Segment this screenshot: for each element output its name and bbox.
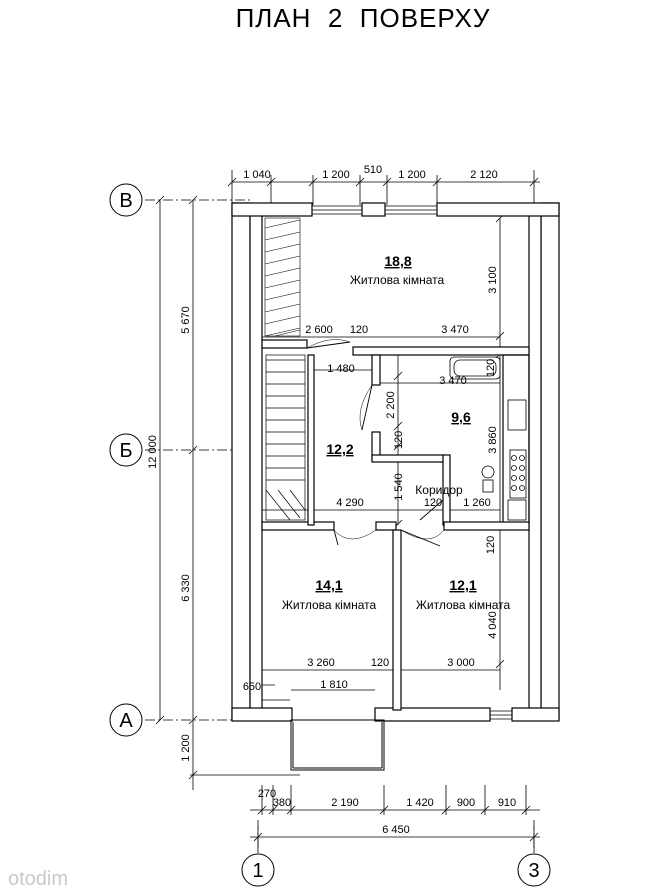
dim-text: 380 <box>273 797 291 809</box>
dim-text: 1 810 <box>320 679 348 691</box>
axis-a-marker <box>109 703 143 737</box>
dim-text: 3 470 <box>441 324 469 336</box>
dim-text: 3 100 <box>487 266 499 294</box>
room-labels: 18,8 Житлова кімната 12,2 9,6 Коридор 14… <box>282 253 511 612</box>
axis-b-top-marker <box>109 183 143 217</box>
dimension-lines <box>145 170 540 855</box>
dim-text: 3 000 <box>447 657 475 669</box>
axis-markers <box>109 183 551 887</box>
dim-text: 510 <box>364 164 382 176</box>
axis-labels: В Б А 1 3 <box>119 190 539 882</box>
room-area: 14,1 <box>315 577 342 593</box>
plan-title: ПЛАН 2 ПОВЕРХУ <box>236 3 491 33</box>
dim-text: 3 470 <box>439 375 467 387</box>
room-area: 9,6 <box>451 409 471 425</box>
walls <box>231 202 560 722</box>
dim-text: 1 480 <box>327 363 355 375</box>
dim-text: 120 <box>393 431 405 449</box>
watermark: otodim <box>8 868 68 890</box>
axis-label-b-mid: Б <box>119 440 132 462</box>
room-area: 12,2 <box>326 441 353 457</box>
room-area: 18,8 <box>384 253 411 269</box>
dim-text: 2 120 <box>470 169 498 181</box>
room-name: Житлова кімната <box>416 598 511 612</box>
dim-text: 1 260 <box>463 497 491 509</box>
room-area: 12,1 <box>449 577 476 593</box>
dim-total-bottom: 6 450 <box>382 824 410 836</box>
axis-1-marker <box>241 853 275 887</box>
axis-label-1: 1 <box>252 860 263 882</box>
dim-text: 1 540 <box>393 473 405 501</box>
bay-window <box>290 719 385 771</box>
dim-text: 120 <box>485 359 497 377</box>
dim-text: 270 <box>258 788 276 800</box>
dim-text: 2 200 <box>385 391 397 419</box>
room-name: Житлова кімната <box>350 273 445 287</box>
room-name: Коридор <box>415 483 463 497</box>
doors <box>306 339 445 547</box>
top-dimension-texts: 1 040 1 200 510 1 200 2 120 <box>243 164 498 181</box>
hatched-area <box>264 217 301 337</box>
dim-text: 900 <box>457 797 475 809</box>
dim-text: 120 <box>371 657 389 669</box>
dim-bottom-text: 1 200 <box>180 734 192 762</box>
dim-text: 4 040 <box>487 611 499 639</box>
left-dimension-texts: 12 000 5 670 6 330 1 200 650 <box>147 306 261 762</box>
axis-label-a: А <box>119 710 133 732</box>
room-name: Житлова кімната <box>282 598 377 612</box>
dim-text: 1 040 <box>243 169 271 181</box>
dim-total-text: 12 000 <box>147 435 159 469</box>
axis-label-3: 3 <box>528 860 539 882</box>
stairs <box>265 354 306 521</box>
axis-label-b-top: В <box>119 190 132 212</box>
dim-upper-text: 5 670 <box>180 306 192 334</box>
windows <box>312 205 512 720</box>
dim-text: 4 290 <box>336 497 364 509</box>
bathroom-fixtures <box>449 356 527 521</box>
dim-text: 3 860 <box>487 426 499 454</box>
dim-text: 1 420 <box>406 797 434 809</box>
dim-text: 1 200 <box>398 169 426 181</box>
dim-lower-text: 6 330 <box>180 574 192 602</box>
dim-text: 1 200 <box>322 169 350 181</box>
dim-text: 3 260 <box>307 657 335 669</box>
bottom-dimension-texts: 270 380 2 190 1 420 900 910 6 450 <box>258 788 516 836</box>
axis-b-mid-marker <box>109 433 143 467</box>
internal-dimension-texts: 2 600 120 3 470 3 100 1 480 3 470 120 2 … <box>305 266 499 691</box>
dim-text: 910 <box>498 797 516 809</box>
dim-text: 2 190 <box>331 797 359 809</box>
partitions <box>261 339 530 711</box>
dim-text: 2 600 <box>305 324 333 336</box>
dim-text: 120 <box>350 324 368 336</box>
dim-text: 120 <box>424 497 442 509</box>
dim-text: 120 <box>485 536 497 554</box>
dim-small-text: 650 <box>243 681 261 693</box>
axis-3-marker <box>517 853 551 887</box>
